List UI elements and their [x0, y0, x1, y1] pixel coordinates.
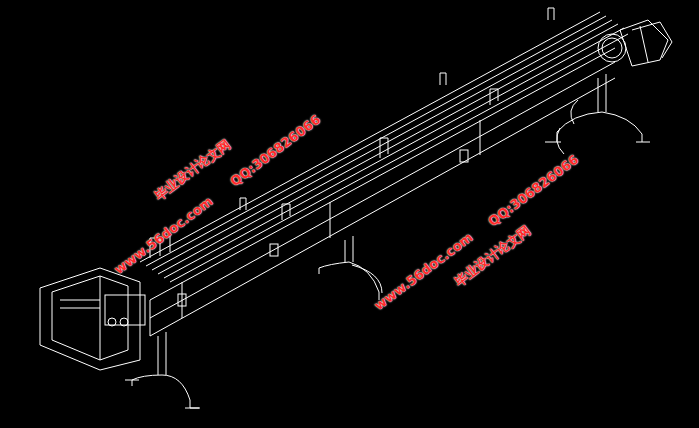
- watermark: QQ:306826066: [486, 153, 581, 229]
- watermark: QQ:306826066: [228, 113, 323, 189]
- watermark: 毕业设计论文网: [152, 137, 232, 202]
